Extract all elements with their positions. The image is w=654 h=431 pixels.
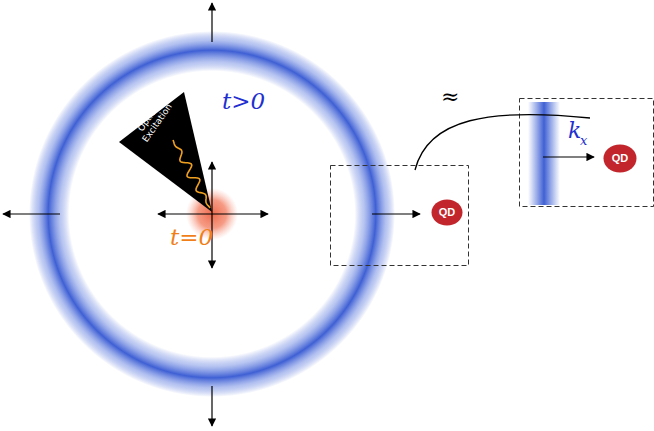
zoom-leader xyxy=(415,115,590,170)
wavevector-arrow xyxy=(543,156,594,157)
dot-label: QD xyxy=(431,199,463,226)
time-label: t>0 xyxy=(222,90,265,113)
zoom-region xyxy=(331,166,469,266)
quantum-dot: QD xyxy=(603,144,637,173)
approx-symbol: ≈ xyxy=(441,86,459,108)
wavevector-label: k xyxy=(568,120,581,142)
wavevector-subscript: x xyxy=(580,134,587,147)
propagation-arrows xyxy=(3,3,420,426)
dot-label: QD xyxy=(603,144,637,173)
quantum-dot: QD xyxy=(431,199,463,226)
excitation-beam: Optical Excitation xyxy=(115,88,217,218)
plane-wave-band xyxy=(528,102,560,205)
time-label: t=0 xyxy=(170,226,213,249)
wavefront-ring xyxy=(29,31,395,397)
